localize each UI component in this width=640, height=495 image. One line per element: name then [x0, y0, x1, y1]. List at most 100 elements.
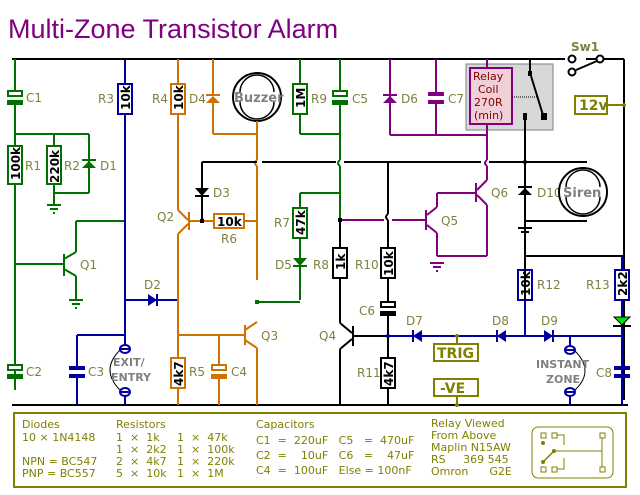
- capacitors-line: C4 = 100uF Else = 100nF: [256, 464, 412, 477]
- resistors-line: 2 × 4k7 1 × 220k: [116, 455, 235, 468]
- buzzer-section: 10k R4 D4 Buzzer Q2 10k R6 D3: [152, 59, 284, 405]
- c5-label: C5: [352, 92, 368, 106]
- relay-coil-line4: (min): [474, 109, 503, 122]
- parts-list: Diodes 10 × 1N4148 NPN = BC547 PNP = BC5…: [13, 412, 627, 488]
- r6-value: 10k: [217, 215, 243, 229]
- r4-value: 10k: [172, 84, 186, 110]
- siren-label: Siren: [563, 186, 601, 201]
- r7-label: R7: [274, 216, 290, 230]
- relay-info-line: From Above: [431, 429, 496, 442]
- q1-label: Q1: [80, 258, 97, 272]
- capacitors-line: C2 = 10uF C6 = 47uF: [256, 449, 414, 462]
- exit-entry-zone: 10k R3 D2 C3 EXIT/ ENTRY: [69, 59, 178, 405]
- r5-label: R5: [189, 365, 205, 379]
- supply-12v-terminal: 12v: [574, 95, 626, 115]
- switch-sw1[interactable]: Sw1: [567, 40, 605, 77]
- negative-label: -VE: [440, 381, 465, 397]
- diodes-value: 10 × 1N4148: [22, 431, 95, 444]
- diode-d7: [413, 330, 422, 342]
- diodes-header: Diodes: [22, 418, 60, 431]
- c6-label: C6: [359, 304, 375, 318]
- r10-value: 10k: [382, 250, 396, 276]
- r7-value: 47k: [294, 209, 308, 235]
- r1-label: R1: [25, 159, 41, 173]
- d3-label: D3: [213, 186, 230, 200]
- c2-label: C2: [26, 365, 42, 379]
- r3-value: 10k: [119, 84, 133, 110]
- resistors-line: 5 × 10k 1 × 1M: [116, 467, 224, 480]
- d1-label: D1: [100, 159, 117, 173]
- diode-d8: [497, 330, 506, 342]
- instant-label: INSTANT: [536, 358, 590, 371]
- d8-label: D8: [492, 314, 509, 328]
- positive-rail: [12, 58, 625, 400]
- r13-label: R13: [586, 278, 610, 292]
- led-indicator: [612, 316, 632, 326]
- relay-info-line: RS 369 545: [431, 453, 509, 466]
- resistors-line: 1 × 1k 1 × 47k: [116, 431, 228, 444]
- q4-label: Q4: [319, 329, 336, 343]
- instant-zone: D7 D8 D9 10k R12 2k2 R13 C8 INSTANT: [388, 255, 632, 405]
- r9-value: 1M: [294, 88, 308, 108]
- q2-label: Q2: [157, 210, 174, 224]
- r9-label: R9: [311, 92, 327, 106]
- zone-label: ZONE: [546, 373, 580, 386]
- d6-label: D6: [401, 92, 418, 106]
- q3-label: Q3: [261, 329, 278, 343]
- sw1-label: Sw1: [571, 40, 599, 54]
- r6-label: R6: [221, 232, 237, 246]
- diode-d3: [195, 188, 209, 196]
- trigger-section: 1k R8 Q4 10k R10 C6 4k7 R11: [313, 162, 396, 405]
- c1-label: C1: [26, 91, 42, 105]
- capacitors-header: Capacitors: [256, 418, 315, 431]
- r5-value: 4k7: [172, 361, 186, 386]
- d9-label: D9: [541, 314, 558, 328]
- r13-value: 2k2: [616, 271, 630, 296]
- relay-coil-line3: 270R: [474, 96, 503, 109]
- d2-label: D2: [144, 278, 161, 292]
- relay-info-line: Relay Viewed: [431, 417, 505, 430]
- diode-d5: [293, 258, 307, 266]
- r11-value: 4k7: [382, 361, 396, 386]
- resistor-r5: [170, 357, 186, 389]
- trig-terminal[interactable]: TRIG: [433, 334, 479, 362]
- r12-label: R12: [537, 278, 561, 292]
- resistors-line: 1 × 2k2 1 × 100k: [116, 443, 235, 456]
- supply-label: 12v: [579, 98, 608, 114]
- r8-label: R8: [313, 258, 329, 272]
- diode-d2: [148, 294, 157, 306]
- q5-label: Q5: [441, 214, 458, 228]
- negative-terminal[interactable]: -VE: [433, 378, 479, 407]
- relay-pinout-diagram: [531, 426, 614, 479]
- diode-d6: [383, 96, 397, 103]
- buzzer-label: Buzzer: [234, 91, 284, 106]
- diode-d10: [518, 188, 532, 195]
- resistors-header: Resistors: [116, 418, 166, 431]
- relay-info-line: Omron G2E: [431, 465, 512, 478]
- relay-info-line: Maplin N15AW: [431, 441, 511, 454]
- relay-coil: [469, 67, 513, 125]
- q6-label: Q6: [491, 186, 508, 200]
- d5-label: D5: [275, 258, 292, 272]
- timer-section-q1: C1 100k R1 220k R2 D1 Q1: [7, 59, 124, 390]
- r11-label: R11: [357, 366, 381, 380]
- relay-coil-line1: Relay: [473, 70, 504, 83]
- r3-label: R3: [98, 92, 114, 106]
- resistor-r1: [7, 145, 23, 185]
- trig-label: TRIG: [437, 346, 474, 362]
- diode-d9: [544, 330, 553, 342]
- diode-d4: [206, 96, 220, 103]
- capacitors-line: C1 = 220uF C5 = 470uF: [256, 434, 414, 447]
- r10-label: R10: [355, 258, 379, 272]
- relay-coil-line2: Coil: [478, 83, 499, 96]
- r1-value: 100k: [9, 146, 23, 180]
- diagram-title: Multi-Zone Transistor Alarm: [8, 14, 338, 44]
- d4-label: D4: [189, 92, 206, 106]
- c7-label: C7: [448, 92, 464, 106]
- siren: [558, 167, 608, 217]
- exit-label: EXIT/: [113, 356, 146, 369]
- diode-d1: [82, 161, 96, 168]
- pnp-value: PNP = BC557: [22, 467, 96, 480]
